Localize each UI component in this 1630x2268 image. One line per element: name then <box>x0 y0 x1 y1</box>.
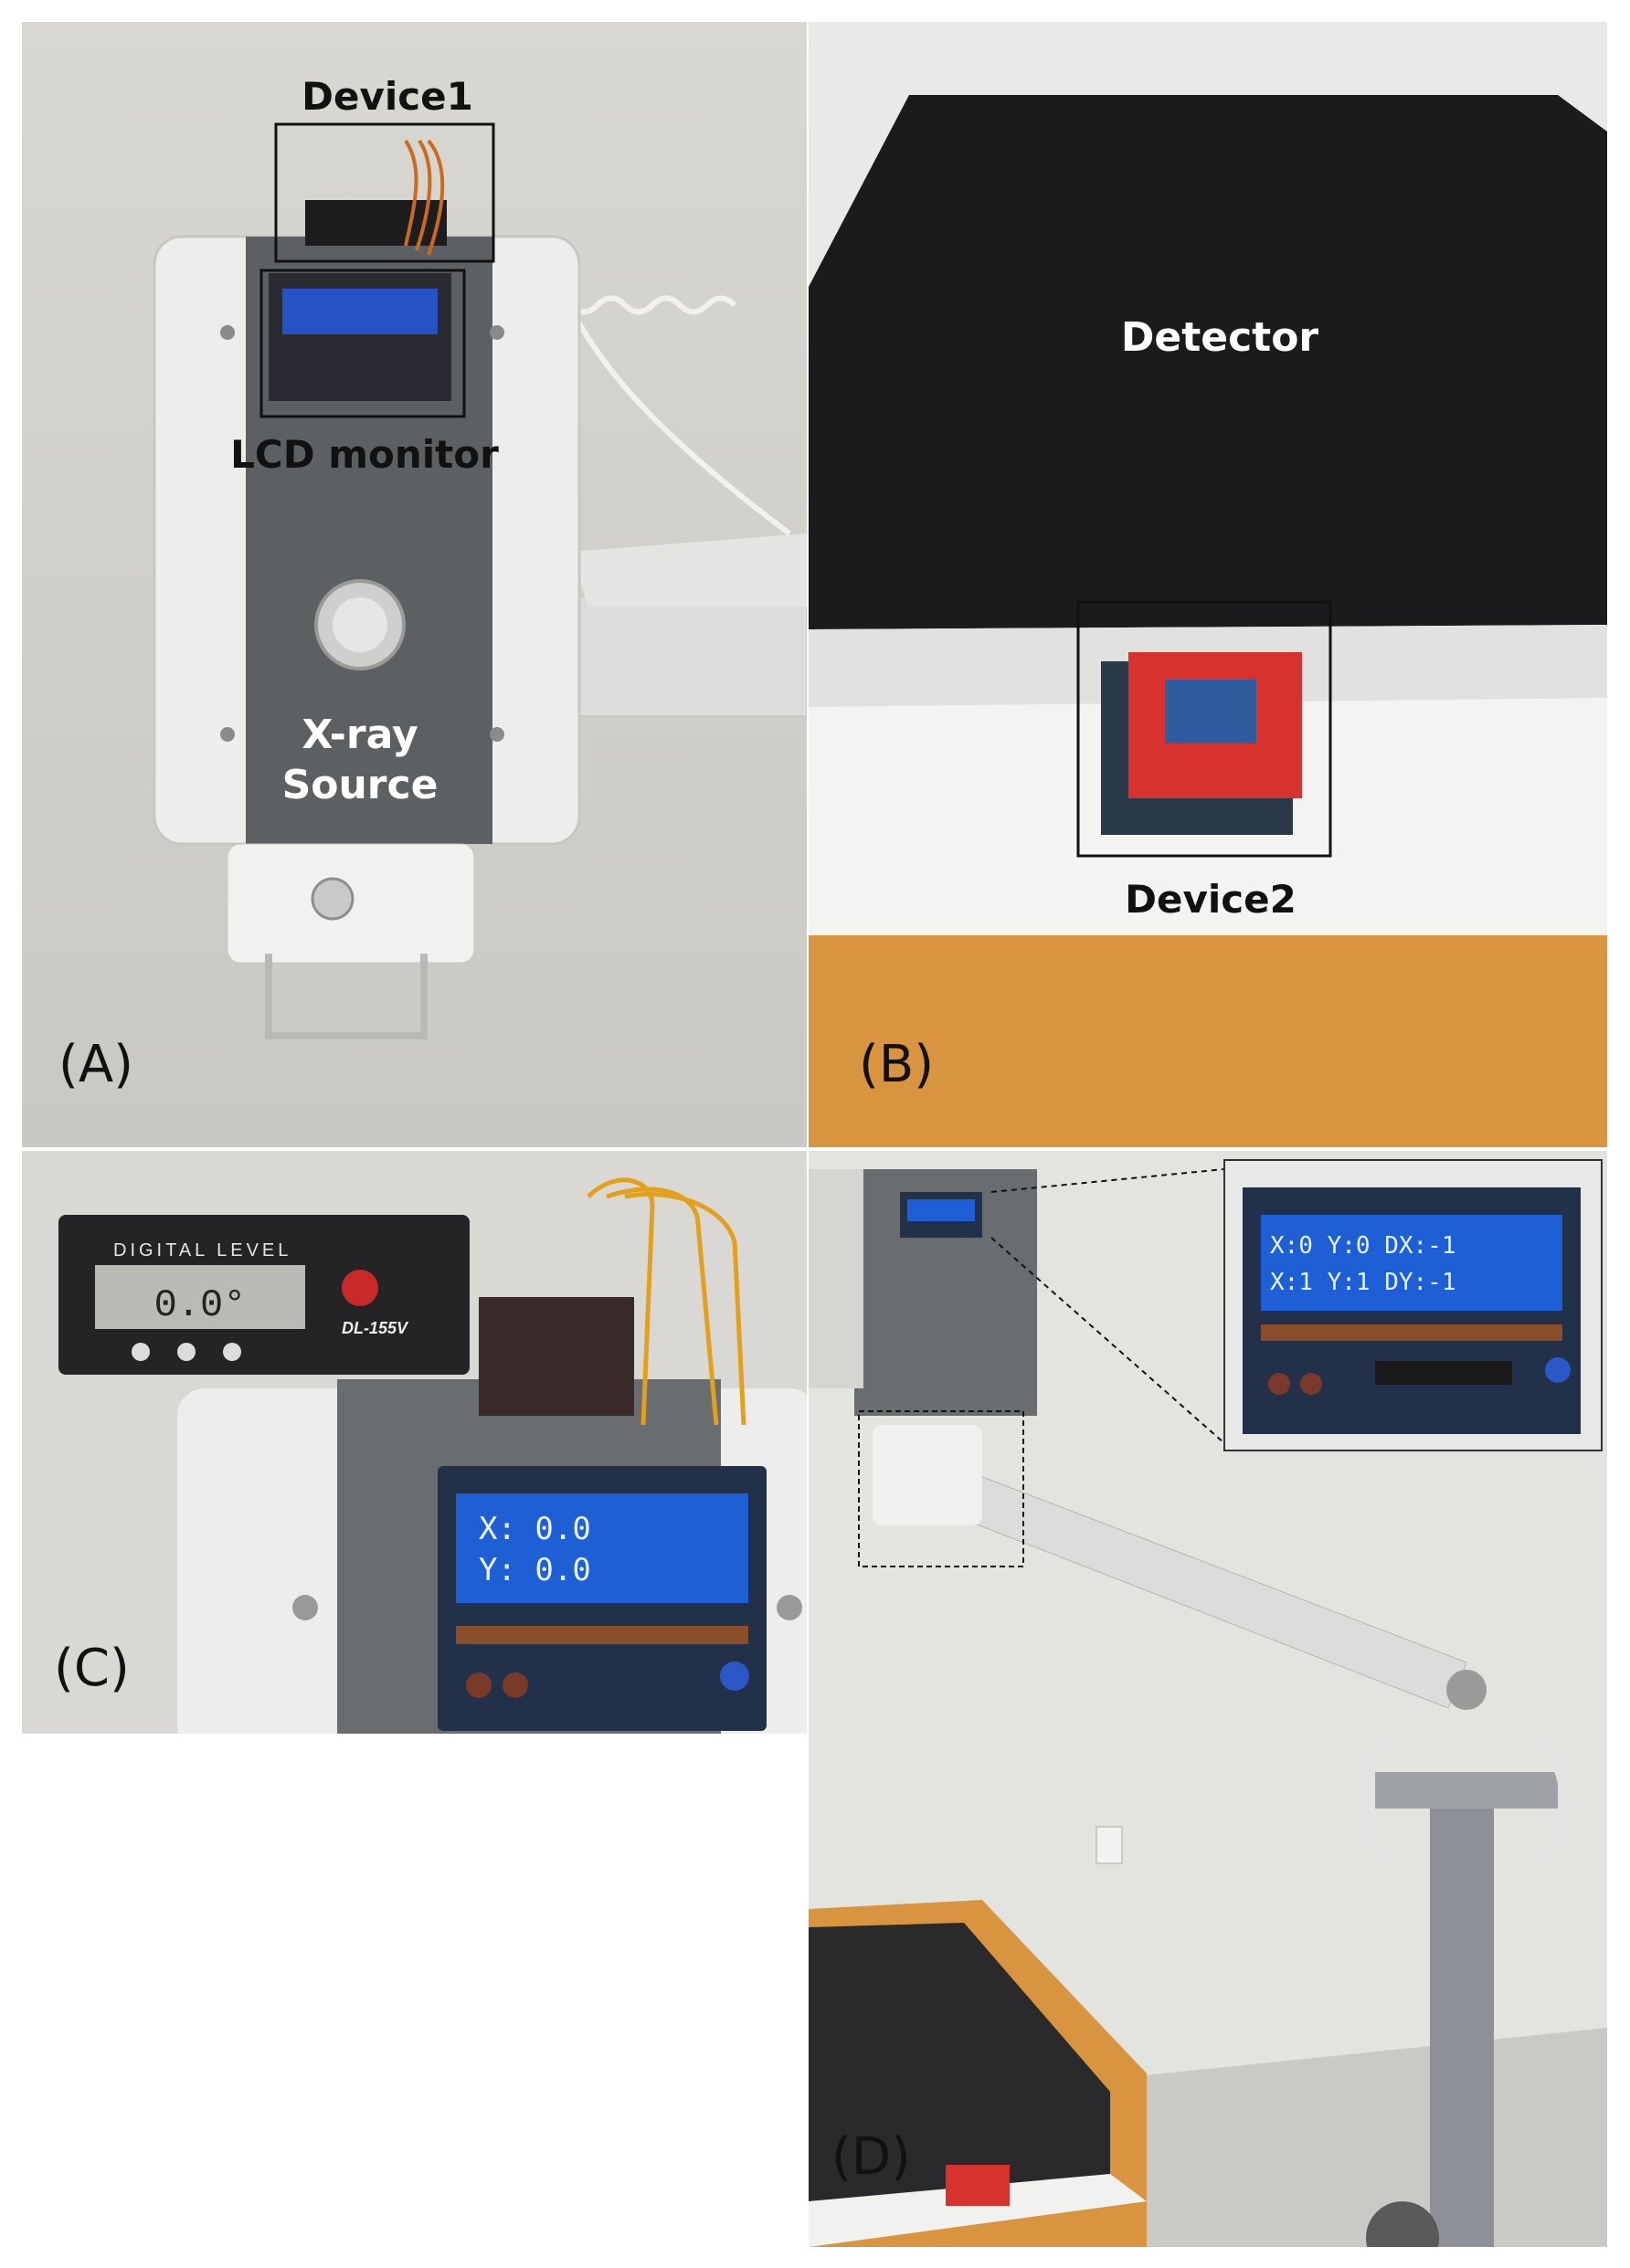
xray-label: X-ray <box>302 712 418 758</box>
device1-label: Device1 <box>302 74 473 119</box>
device2-highlight-box <box>1076 600 1332 858</box>
panel-c-digital-level-photo: DIGITAL LEVEL 0.0° DL-155V X: 0.0 Y: 0.0… <box>22 1151 807 1734</box>
panel-b-letter: (B) <box>859 1035 934 1094</box>
source-label: Source <box>282 762 439 808</box>
panel-a-letter: (A) <box>58 1035 133 1094</box>
level-model: DL-155V <box>342 1319 409 1337</box>
level-brand: DIGITAL LEVEL <box>113 1240 291 1261</box>
panel-d-letter: (D) <box>831 2127 911 2187</box>
panel-c-letter: (C) <box>54 1639 130 1698</box>
panel-b-detector-photo: Detector Device2 (B) <box>809 22 1607 1147</box>
panel-a-xray-source-photo: Device1 LCD monitor X-ray Source (A) <box>22 22 807 1147</box>
lcd-line1: X: 0.0 <box>479 1511 591 1547</box>
lcd-line2: Y: 0.0 <box>479 1552 591 1588</box>
device1-highlight-box <box>274 122 495 263</box>
device2-label: Device2 <box>1125 877 1297 922</box>
inset-lcd-line2: X:1 Y:1 DY:-1 <box>1270 1269 1456 1296</box>
lcd-monitor-label: LCD monitor <box>230 432 499 477</box>
detector-label: Detector <box>1121 314 1319 361</box>
level-reading: 0.0° <box>154 1283 247 1327</box>
panel-d-full-setup-photo: X:0 Y:0 DX:-1 X:1 Y:1 DY:-1 (D) <box>809 1151 1607 2247</box>
lcd-closeup-inset: X:0 Y:0 DX:-1 X:1 Y:1 DY:-1 <box>1223 1159 1603 1451</box>
inset-lcd-line1: X:0 Y:0 DX:-1 <box>1270 1232 1456 1260</box>
lcd-highlight-box <box>259 269 466 418</box>
